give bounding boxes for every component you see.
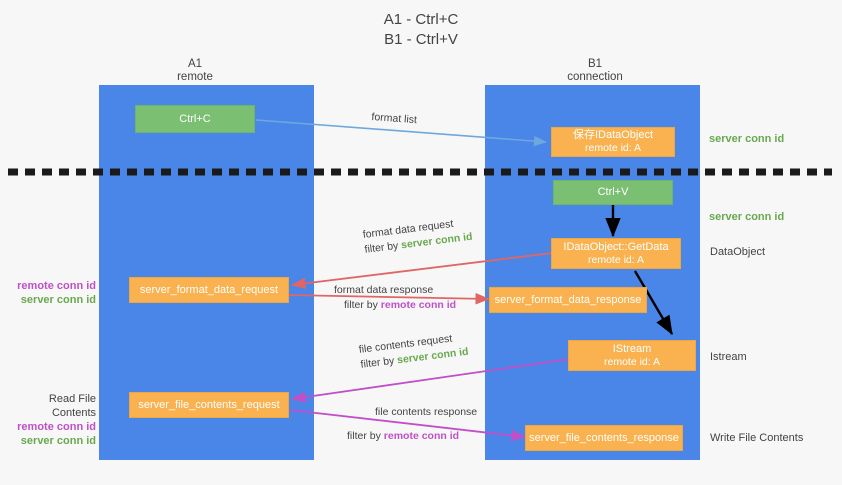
right-write-file-contents-label: Write File Contents — [710, 432, 804, 444]
lane-b1-name: B1 — [587, 58, 603, 70]
box-server-format-data-request[interactable]: server_format_data_request — [129, 277, 289, 303]
box-istream-line2: remote id: A — [603, 355, 661, 368]
box-server-file-contents-response-label: server_file_contents_response — [529, 431, 679, 444]
lane-header-b1: B1 connection — [540, 58, 650, 84]
label-format-data-response: format data response filter by remote co… — [334, 283, 456, 313]
left-annotation-read-file-contents: Read File Contents remote conn id server… — [4, 392, 96, 448]
page-title: A1 - Ctrl+C B1 - Ctrl+V — [0, 10, 842, 50]
left-annotation-conn-ids-1: remote conn id server conn id — [6, 279, 96, 307]
label-file-contents-response-filter: filter by remote conn id — [347, 429, 477, 444]
filter-key-remote-conn-id: remote conn id — [380, 299, 457, 311]
lane-b1-sub: connection — [567, 71, 623, 83]
right-istream-label: Istream — [710, 351, 747, 363]
box-istream-line1: IStream — [612, 342, 652, 355]
box-server-format-data-request-label: server_format_data_request — [139, 283, 279, 296]
label-file-contents-request: file contents request filter by server c… — [358, 330, 469, 373]
title-line-1: A1 - Ctrl+C — [383, 11, 459, 28]
right-server-conn-id-top: server conn id — [709, 133, 785, 145]
box-save-idataobject[interactable]: 保存IDataObject remote id: A — [551, 127, 675, 157]
lane-header-a1: A1 remote — [140, 58, 250, 84]
filter-key-remote-conn-id: remote conn id — [383, 430, 460, 442]
left-read-file-contents-label: Read File Contents — [48, 393, 96, 419]
box-save-idataobject-line1: 保存IDataObject — [572, 129, 654, 141]
lane-a1-sub: remote — [177, 71, 213, 83]
label-format-data-response-filter: filter by remote conn id — [334, 298, 456, 313]
left-server-conn-id-1: server conn id — [20, 294, 96, 306]
label-format-list-text: format list — [371, 110, 418, 127]
right-server-conn-id-mid: server conn id — [709, 211, 785, 223]
title-line-2: B1 - Ctrl+V — [384, 31, 458, 48]
left-remote-conn-id-2: remote conn id — [17, 421, 96, 433]
label-format-list: format list — [371, 110, 417, 128]
box-server-format-data-response-label: server_format_data_response — [494, 293, 642, 306]
box-ctrl-v-label: Ctrl+V — [597, 186, 629, 198]
box-idataobject-getdata[interactable]: IDataObject::GetData remote id: A — [551, 238, 681, 269]
left-remote-conn-id-1: remote conn id — [17, 280, 96, 292]
box-ctrl-v[interactable]: Ctrl+V — [553, 180, 673, 205]
label-file-contents-response: file contents response filter by remote … — [347, 405, 478, 444]
box-idataobject-getdata-line1: IDataObject::GetData — [563, 240, 669, 253]
box-server-file-contents-request[interactable]: server_file_contents_request — [129, 392, 289, 418]
left-server-conn-id-2: server conn id — [20, 435, 96, 447]
filter-prefix: filter by — [344, 299, 381, 311]
box-server-file-contents-response[interactable]: server_file_contents_response — [525, 425, 683, 451]
box-save-idataobject-line2: remote id: A — [584, 142, 642, 154]
box-ctrl-c-label: Ctrl+C — [179, 112, 211, 125]
box-server-format-data-response[interactable]: server_format_data_response — [489, 287, 647, 313]
box-server-file-contents-request-label: server_file_contents_request — [138, 398, 280, 411]
box-ctrl-c[interactable]: Ctrl+C — [135, 105, 255, 133]
filter-prefix: filter by — [359, 354, 398, 371]
lane-a1-name: A1 — [187, 58, 203, 70]
right-dataobject-label: DataObject — [710, 246, 766, 258]
filter-prefix: filter by — [363, 239, 402, 256]
label-format-data-response-title: format data response — [334, 284, 434, 296]
label-format-data-request: format data request filter by server con… — [362, 215, 473, 258]
filter-prefix: filter by — [347, 430, 384, 442]
label-file-contents-response-title: file contents response — [375, 406, 478, 418]
box-idataobject-getdata-line2: remote id: A — [587, 253, 645, 266]
box-istream[interactable]: IStream remote id: A — [568, 340, 696, 371]
